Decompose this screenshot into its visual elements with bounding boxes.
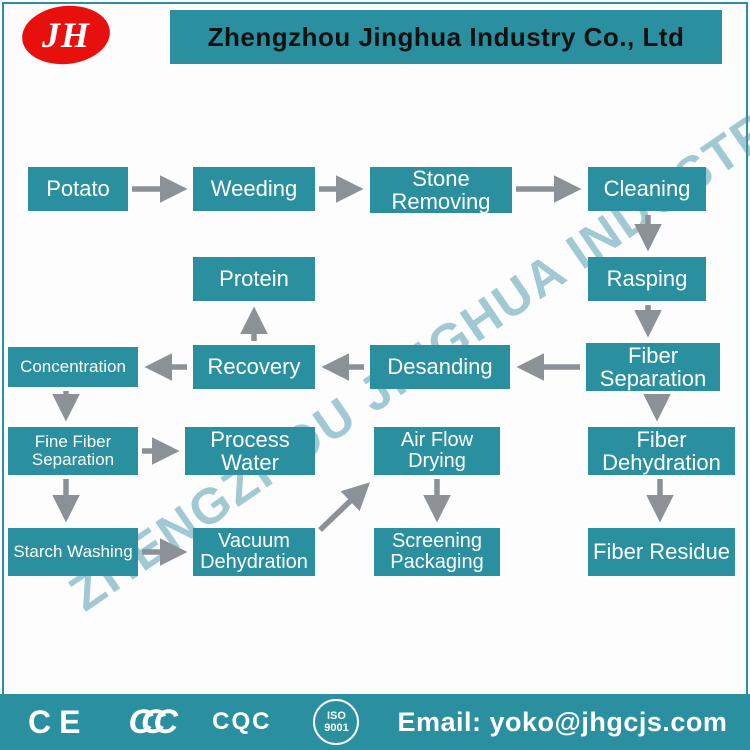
flow-node-rasping: Rasping (588, 257, 706, 301)
logo-text: JH (41, 15, 91, 56)
flow-node-stone-removing: Stone Removing (370, 167, 512, 213)
flow-node-air-flow-drying: Air Flow Drying (374, 427, 500, 475)
flow-node-cleaning: Cleaning (588, 167, 706, 211)
flow-node-fiber-separation: Fiber Separation (586, 343, 720, 391)
company-logo: JH (19, 1, 113, 69)
ccc-certification-icon: CCC (128, 702, 178, 741)
flow-node-potato: Potato (28, 167, 128, 211)
flow-node-recovery: Recovery (193, 345, 315, 389)
iso-badge-line1: ISO (326, 709, 346, 722)
flow-node-desanding: Desanding (370, 345, 510, 389)
arrow-vacuum-airflow (318, 482, 370, 532)
flow-node-protein: Protein (193, 257, 315, 301)
flow-node-fiber-residue: Fiber Residue (588, 528, 735, 576)
flow-node-fiber-dehydration: Fiber Dehydration (588, 427, 735, 475)
contact-email: Email: yoko@jhgcjs.com (397, 706, 728, 737)
flow-node-fine-fiber-separation: Fine Fiber Separation (8, 427, 138, 475)
flow-node-starch-washing: Starch Washing (8, 528, 138, 576)
iso-9001-certification-icon: ISO 9001 (313, 699, 360, 745)
header-bar: Zhengzhou Jinghua Industry Co., Ltd (170, 10, 722, 64)
company-name: Zhengzhou Jinghua Industry Co., Ltd (207, 21, 685, 52)
ce-certification-icon: CE (28, 703, 89, 740)
iso-badge-line2: 9001 (324, 722, 349, 734)
flow-node-concentration: Concentration (8, 347, 138, 387)
footer-bar: CE CCC CQC ISO 9001 Email: yoko@jhgcjs.c… (0, 694, 750, 750)
flow-node-weeding: Weeding (193, 167, 315, 211)
flow-node-screening-packaging: Screening Packaging (374, 528, 500, 576)
flow-node-process-water: Process Water (185, 427, 315, 475)
flow-node-vacuum-dehydration: Vacuum Dehydration (193, 528, 315, 576)
cqc-certification-icon: CQC (212, 708, 272, 735)
